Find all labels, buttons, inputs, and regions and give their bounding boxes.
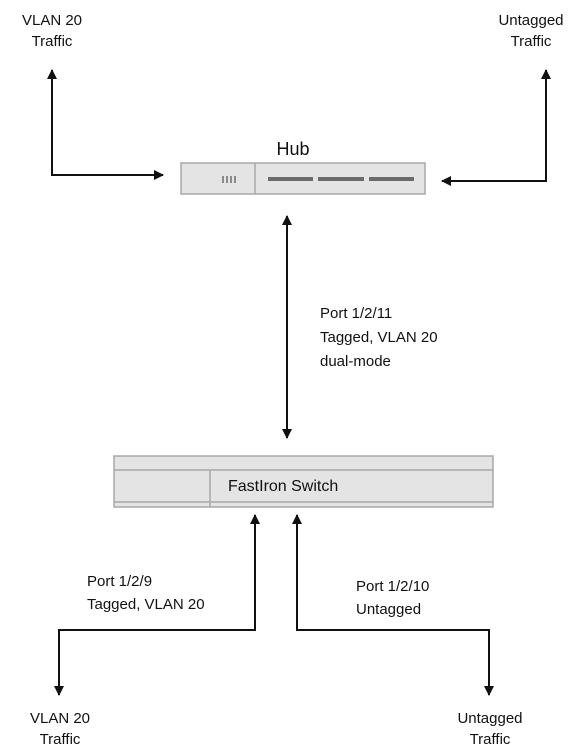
left-port-line1: Port 1/2/9	[87, 573, 153, 590]
bottom-left-traffic-line2: Traffic	[39, 731, 81, 748]
left-port-label: Port 1/2/9 Tagged, VLAN 20	[87, 570, 205, 616]
switch-vlan20-traffic-arrow	[54, 514, 260, 696]
top-left-traffic-line2: Traffic	[31, 33, 73, 50]
top-left-traffic-line1: VLAN 20	[21, 12, 83, 29]
uplink-port-label: Port 1/2/11 Tagged, VLAN 20 dual-mode	[320, 302, 438, 374]
bottom-left-traffic-line1: VLAN 20	[29, 710, 91, 727]
hub-status-leds	[222, 176, 236, 183]
hub-vlan20-traffic-arrow	[47, 69, 164, 180]
hub-port-row	[268, 177, 414, 181]
hub-device	[180, 162, 426, 195]
switch-label: FastIron Switch	[228, 477, 338, 497]
right-port-line2: Untagged	[356, 601, 422, 618]
right-port-line1: Port 1/2/10	[356, 578, 430, 595]
top-right-traffic-label: Untagged Traffic	[486, 10, 576, 52]
hub-untagged-traffic-arrow	[441, 69, 551, 186]
top-left-traffic-label: VLAN 20 Traffic	[0, 10, 104, 52]
switch-label-text: FastIron Switch	[228, 478, 339, 495]
left-port-line2: Tagged, VLAN 20	[87, 596, 205, 613]
bottom-left-traffic-label: VLAN 20 Traffic	[4, 708, 116, 750]
uplink-port-line2: Tagged, VLAN 20	[320, 329, 438, 346]
switch-device	[113, 455, 494, 508]
top-right-traffic-line2: Traffic	[510, 33, 552, 50]
bottom-right-traffic-label: Untagged Traffic	[440, 708, 540, 750]
top-right-traffic-line1: Untagged	[498, 12, 564, 29]
hub-label: Hub	[258, 138, 328, 160]
switch-untagged-traffic-arrow	[292, 514, 494, 696]
uplink-port-line1: Port 1/2/11	[320, 305, 393, 322]
uplink-port-line3: dual-mode	[320, 353, 391, 370]
hub-label-text: Hub	[276, 139, 310, 159]
bottom-right-traffic-line1: Untagged	[457, 710, 523, 727]
right-port-label: Port 1/2/10 Untagged	[356, 575, 429, 621]
bottom-right-traffic-line2: Traffic	[469, 731, 511, 748]
